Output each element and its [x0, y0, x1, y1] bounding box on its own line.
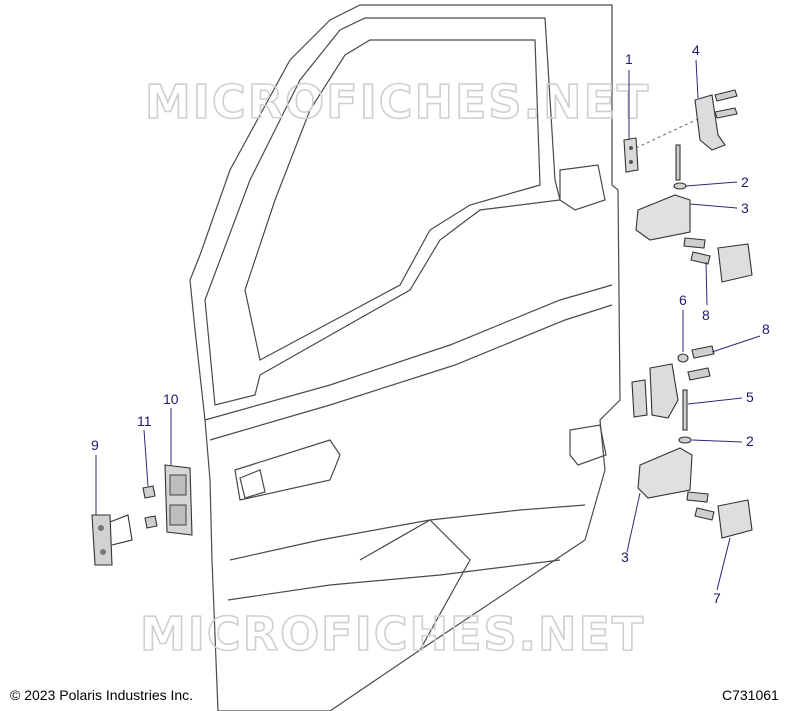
callout-3-upper: 3 [741, 200, 749, 216]
hinge-cover-cap [717, 243, 753, 283]
part-5-hinge-pin [682, 389, 688, 431]
callout-6: 6 [679, 292, 687, 308]
part-7-hinge-cover-cap [717, 499, 753, 539]
callout-8-upper: 8 [702, 307, 710, 323]
plate-hole [629, 146, 633, 150]
door-outer-shell [189, 4, 621, 711]
striker-hole [100, 549, 106, 555]
door-belt-line [204, 284, 613, 421]
door-handle [234, 439, 341, 501]
door-belt-line-2 [209, 304, 613, 441]
part-4-hinge-bracket [694, 94, 726, 151]
callout-3-lower: 3 [621, 549, 629, 565]
striker-group [91, 464, 193, 566]
part-2-washer-lower [678, 436, 692, 444]
striker-loop [109, 514, 133, 546]
bolt [714, 107, 738, 119]
striker-hole [98, 525, 104, 531]
callout-10: 10 [163, 391, 179, 407]
lower-hinge-pocket [569, 424, 607, 466]
watermark-top: MICROFICHES.NET [145, 75, 650, 129]
bolt [686, 491, 709, 503]
callout-11: 11 [137, 413, 152, 429]
hinge-pin [675, 144, 681, 181]
part-9-door-striker [91, 514, 113, 566]
bolt [714, 89, 738, 102]
watermark-bottom: MICROFICHES.NET [140, 607, 645, 661]
window-glass [244, 39, 541, 361]
bolt [687, 367, 711, 381]
door-lower-crease-2 [227, 559, 561, 601]
lower-hinge-plate [631, 379, 648, 418]
callout-labels: 1 4 2 3 8 6 8 5 2 3 7 10 11 9 [91, 42, 770, 606]
bolt [683, 237, 706, 249]
leader-lines [95, 59, 761, 591]
striker-plate-slot [169, 504, 187, 526]
mirror-pocket [559, 164, 606, 211]
callout-2-lower: 2 [746, 433, 754, 449]
part-1-hinge-plate [623, 137, 639, 173]
part-2-washer [673, 182, 687, 190]
callout-5: 5 [746, 389, 754, 405]
part-6-washer [677, 353, 689, 363]
bolt [691, 345, 715, 359]
callout-2-upper: 2 [741, 174, 749, 190]
door-diagonal-panel [359, 519, 471, 651]
callout-1: 1 [625, 51, 633, 67]
door-assembly [189, 4, 621, 711]
part-11-screw [144, 515, 158, 529]
part-11-screw [142, 485, 156, 499]
plate-hole [629, 160, 633, 164]
bolt [690, 251, 711, 265]
callout-9: 9 [91, 437, 99, 453]
lower-hinge-bracket [649, 363, 679, 419]
part-3-lower-hinge [637, 447, 693, 499]
upper-hinge-group [623, 89, 753, 283]
lower-hinge-group [631, 345, 753, 539]
callout-4: 4 [692, 42, 700, 58]
part-3-upper-hinge [635, 194, 691, 241]
callout-7: 7 [713, 590, 721, 606]
bolt [694, 507, 715, 521]
striker-plate-slot [169, 474, 187, 496]
diagram-code: C731061 [722, 687, 779, 703]
copyright-text: © 2023 Polaris Industries Inc. [10, 687, 193, 703]
callout-8-lower: 8 [762, 321, 770, 337]
